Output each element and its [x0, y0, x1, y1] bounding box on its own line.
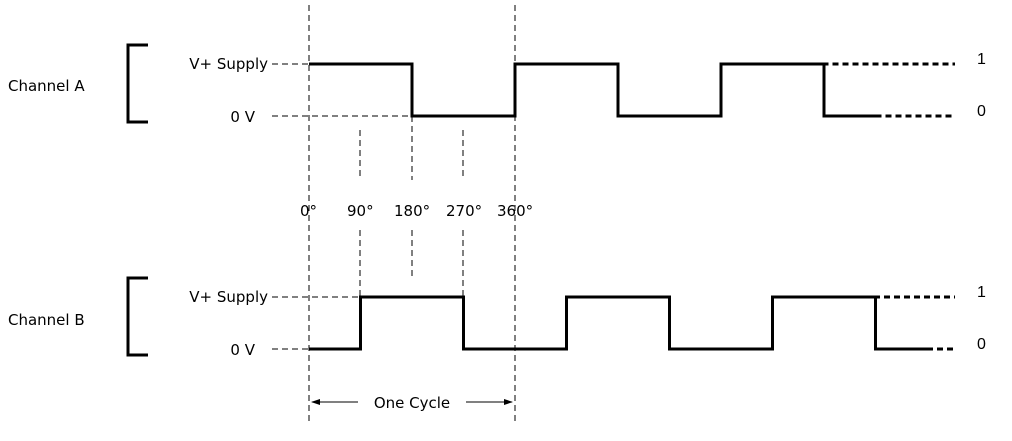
phase-label-180: 180° — [394, 202, 430, 220]
channel-b-logic-low: 0 — [977, 336, 986, 353]
channel-a-logic-low: 0 — [977, 103, 986, 120]
channel-b-low-label: 0 V — [230, 341, 255, 359]
channel-b-bracket — [126, 276, 148, 357]
channel-a-low-label: 0 V — [230, 108, 255, 126]
channel-a-high-label: V+ Supply — [189, 55, 268, 73]
waveform-trace — [309, 295, 927, 351]
channel-b-label: Channel B — [8, 311, 85, 329]
channel-a-bracket — [126, 43, 148, 124]
channel-b-waveform — [309, 295, 955, 351]
channel-b-high-label: V+ Supply — [189, 288, 268, 306]
one-cycle-label: One Cycle — [374, 394, 450, 412]
arrowhead-left-icon — [311, 399, 320, 405]
channel-a-waveform — [309, 62, 955, 118]
phase-label-0: 0° — [300, 202, 317, 220]
channel-a-logic-high: 1 — [977, 51, 986, 68]
arrowhead-right-icon — [504, 399, 513, 405]
waveform-trace — [309, 62, 876, 118]
phase-label-270: 270° — [446, 202, 482, 220]
channel-b-logic-high: 1 — [977, 284, 986, 301]
phase-label-360: 360° — [497, 202, 533, 220]
phase-label-90: 90° — [347, 202, 374, 220]
channel-a-label: Channel A — [8, 77, 85, 95]
